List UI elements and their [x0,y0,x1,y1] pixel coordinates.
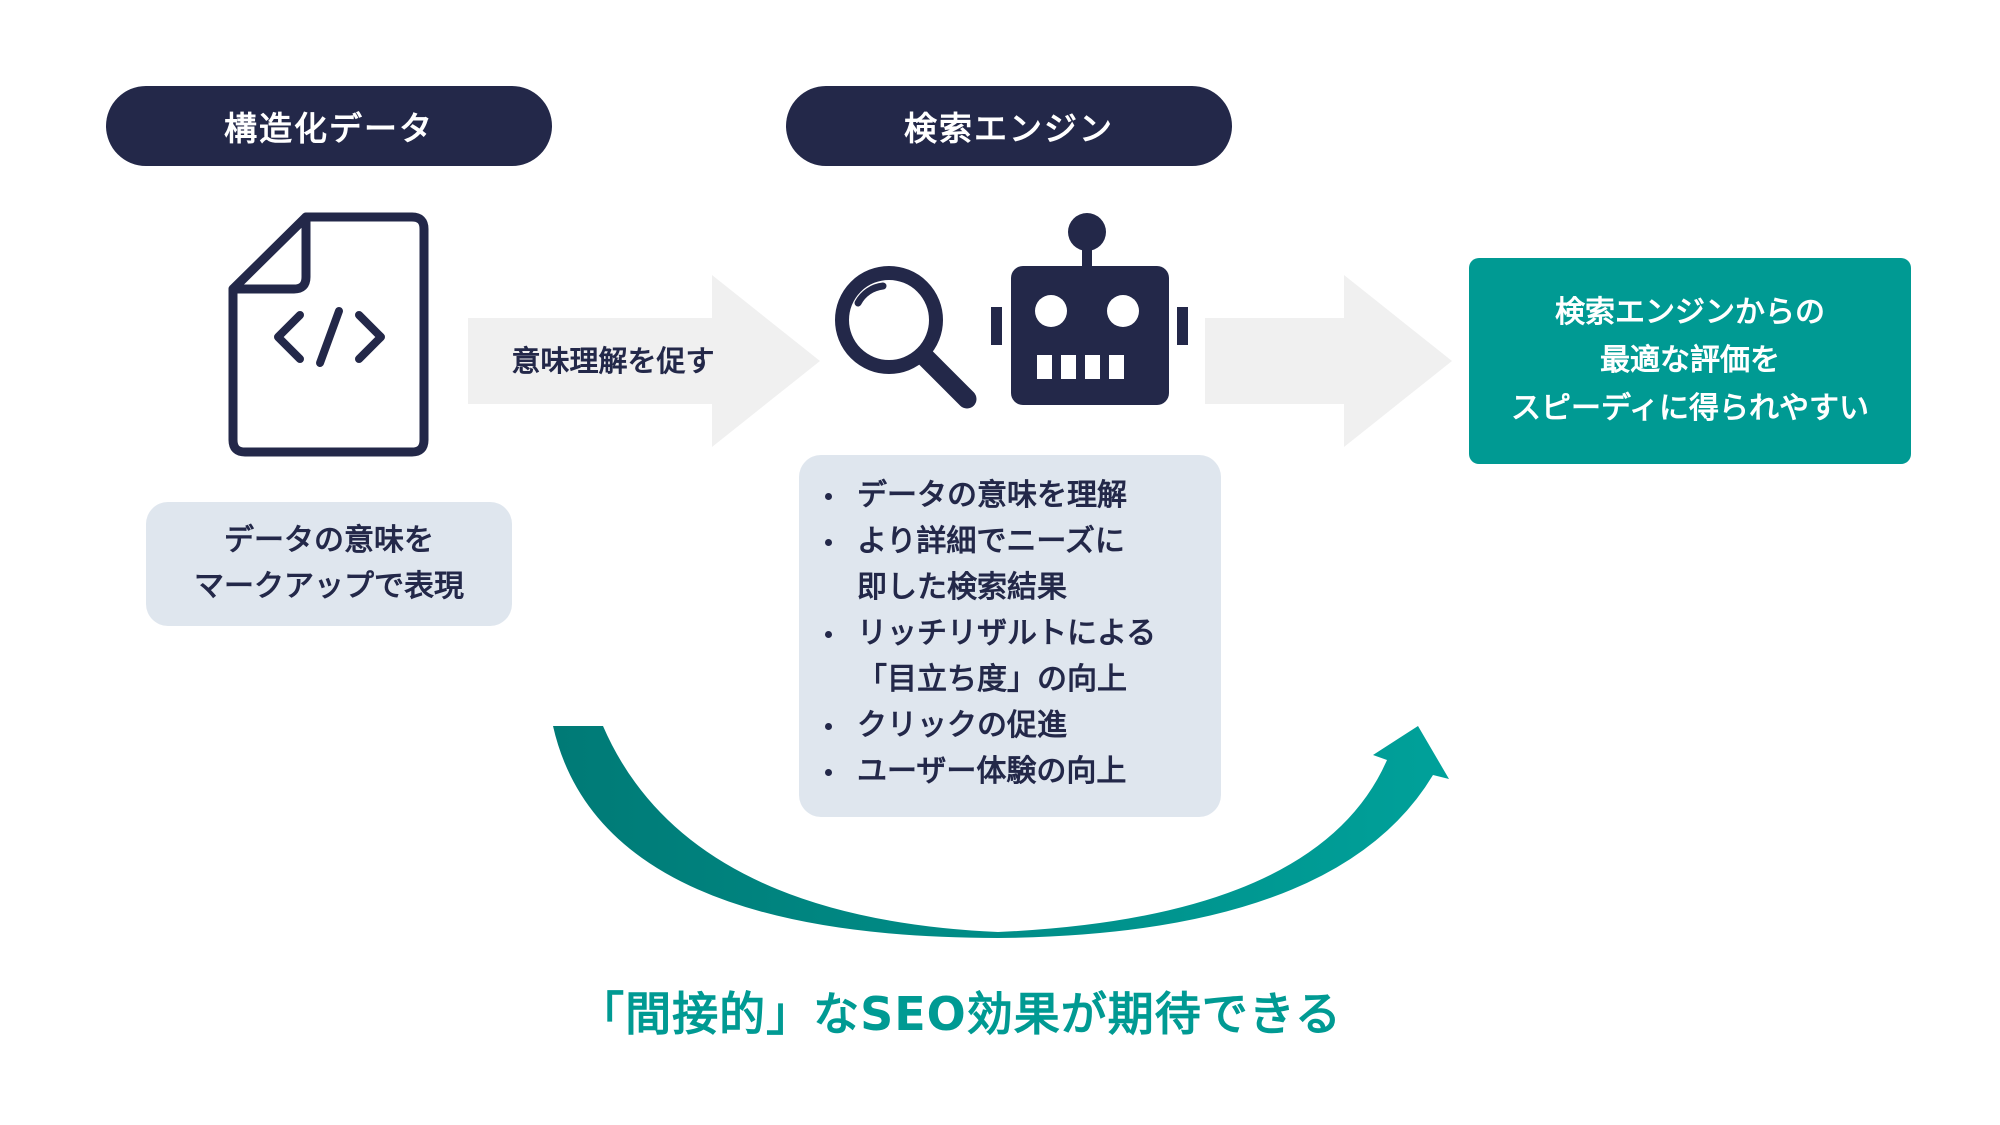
header-search-engine-label: 検索エンジン [904,109,1114,148]
list-item: リッチリザルトによる 「目立ち度」の向上 [799,611,1221,703]
result-box: 検索エンジンからの 最適な評価を スピーディに得られやすい [1469,258,1911,464]
arrow-middle-label: 意味理解を促す [511,344,715,378]
flow-arrow-1 [468,275,820,447]
list-item: クリックの促進 [799,703,1221,749]
flow-arrow-2 [1205,275,1452,447]
robot-icon [991,213,1188,405]
list-item: より詳細でニーズに 即した検索結果 [799,519,1221,611]
header-search-engine: 検索エンジン [786,86,1232,166]
result-line-3: スピーディに得られやすい [1511,391,1869,426]
magnifier-icon [835,266,977,409]
list-item: データの意味を理解 [799,473,1221,519]
indirect-seo-effect-text: 「間接的」なSEO効果が期待できる [578,987,1342,1041]
header-structured-data-label: 構造化データ [224,109,434,148]
caption-line-2: マークアップで表現 [194,569,464,604]
header-structured-data: 構造化データ [106,86,552,166]
search-engine-benefits-list: データの意味を理解 より詳細でニーズに 即した検索結果 リッチリザルトによる 「… [799,455,1221,817]
result-line-1: 検索エンジンからの [1555,295,1825,330]
result-line-2: 最適な評価を [1600,343,1780,378]
list-item: ユーザー体験の向上 [799,749,1221,795]
caption-line-1: データの意味を [224,523,434,558]
code-document-icon [228,212,429,457]
structured-data-caption: データの意味を マークアップで表現 [146,502,512,626]
